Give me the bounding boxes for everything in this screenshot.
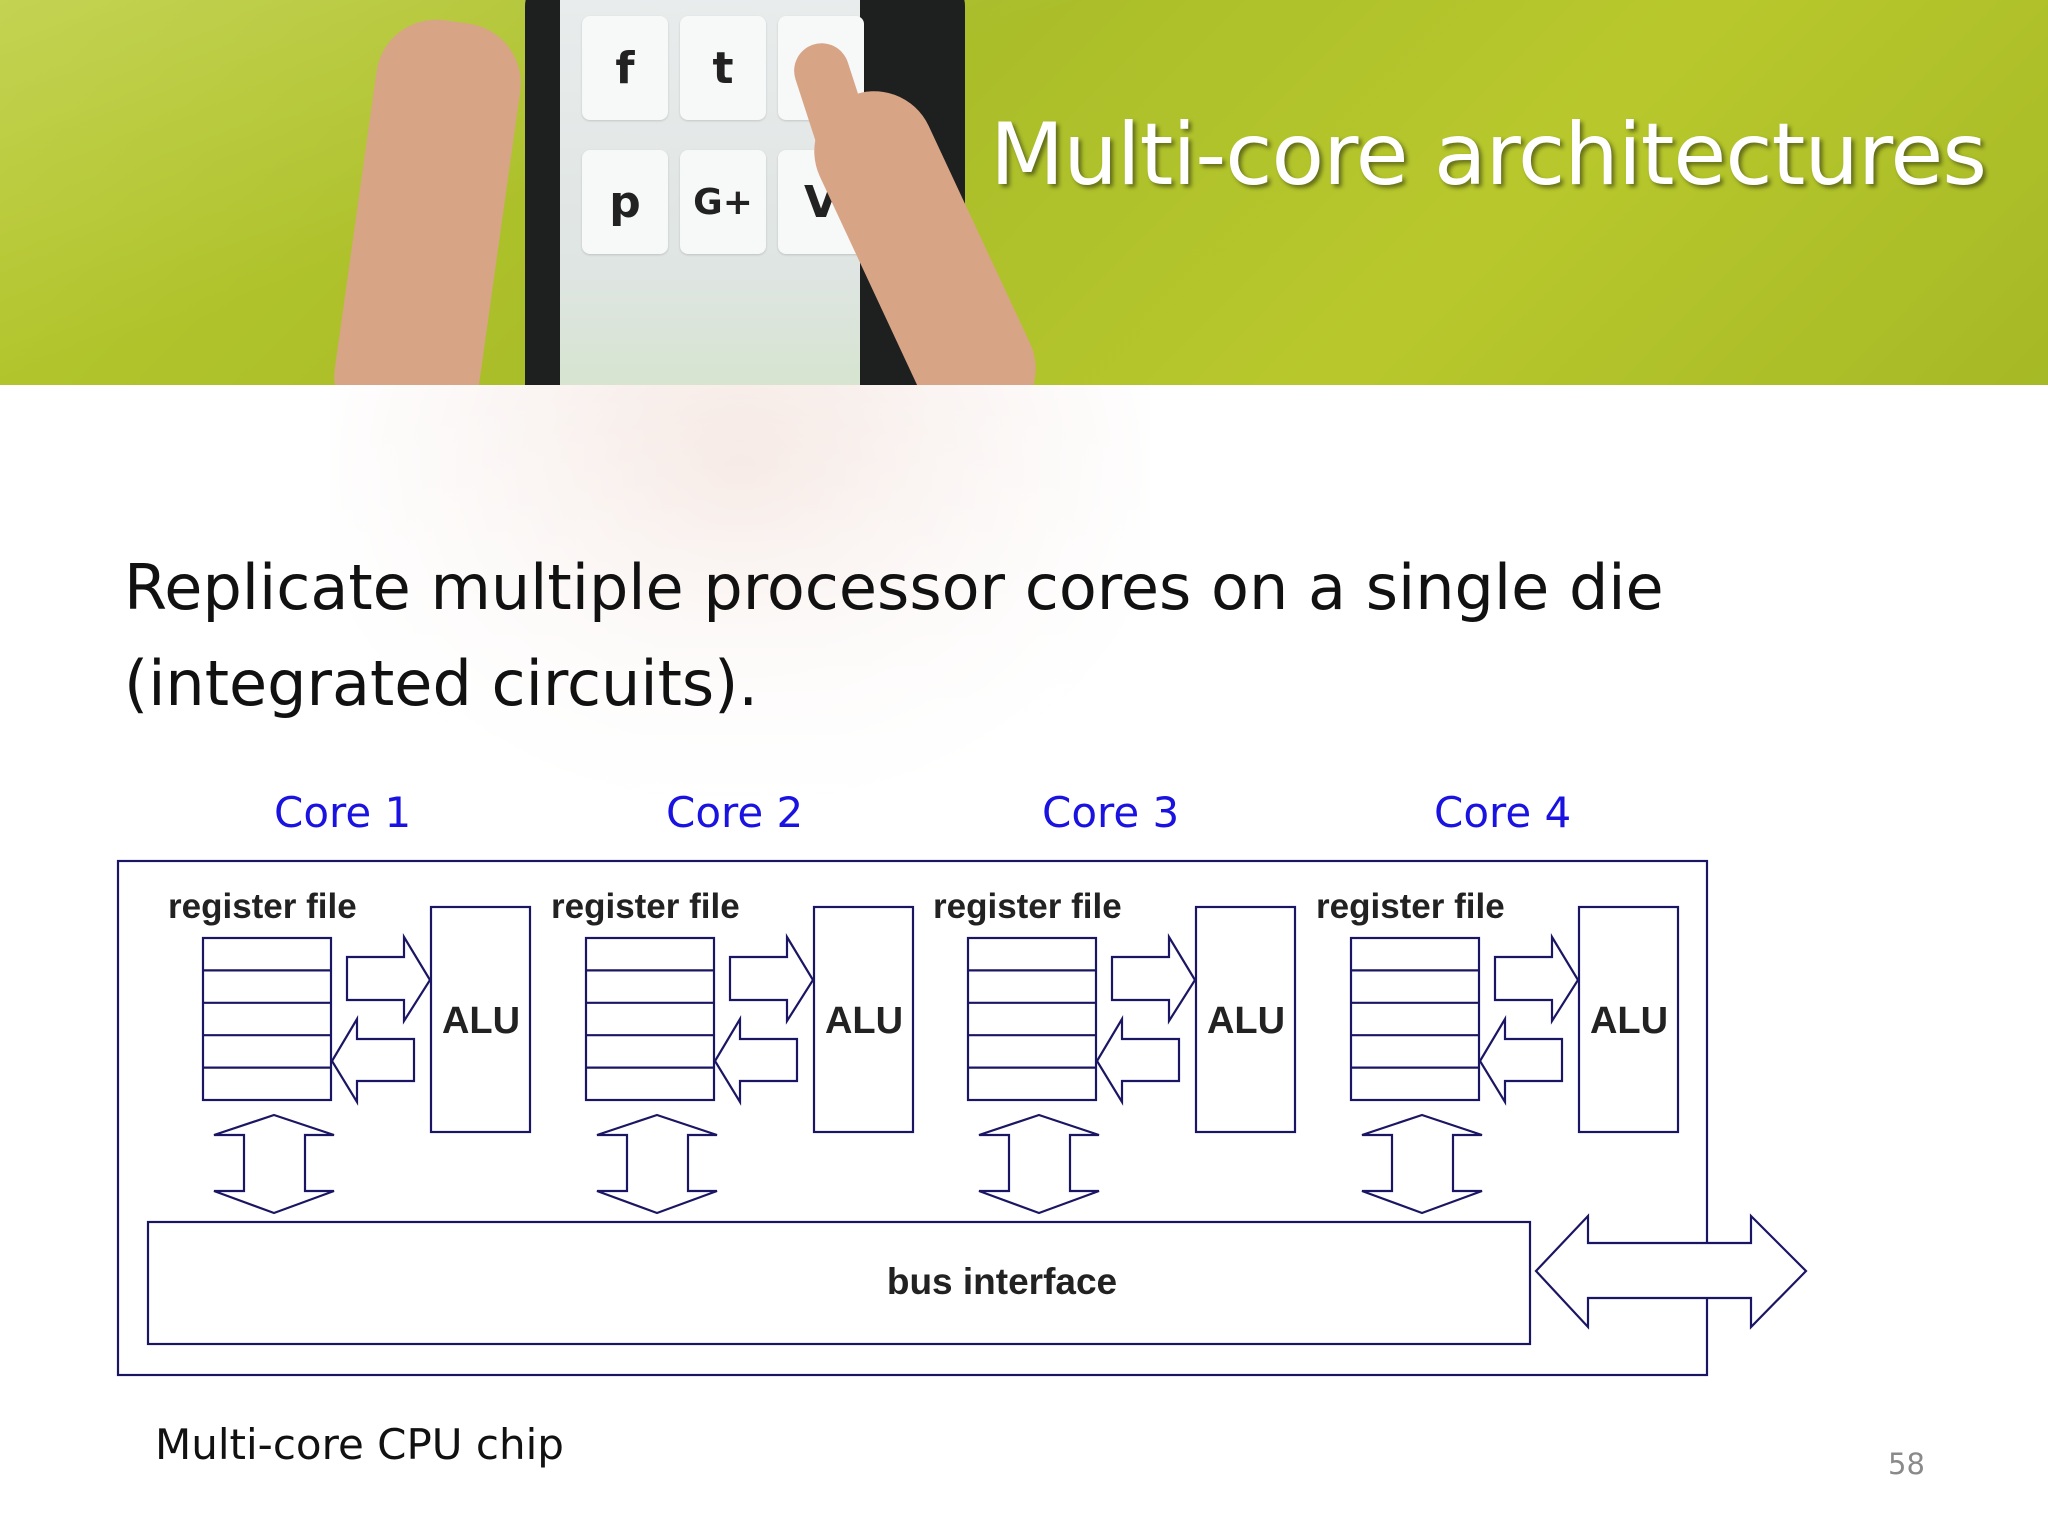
- alu-box: [812, 905, 915, 1134]
- body-line-2: (integrated circuits).: [124, 647, 759, 720]
- bus-interface-box: [146, 1220, 1532, 1346]
- alu-box: [429, 905, 532, 1134]
- core-label-3: Core 3: [1042, 788, 1180, 837]
- pinterest-icon: p: [582, 150, 668, 254]
- alu-box: [1577, 905, 1680, 1134]
- header-banner: f t ◎ p G+ V: [0, 0, 2048, 385]
- register-file-box: [1349, 936, 1481, 1102]
- vertical-double-arrow-icon: [1361, 1113, 1483, 1215]
- register-file-box: [966, 936, 1098, 1102]
- vertical-double-arrow-icon: [978, 1113, 1100, 1215]
- left-arrow-icon: [1095, 1015, 1181, 1106]
- core-label-4: Core 4: [1434, 788, 1572, 837]
- alu-label: ALU: [442, 1000, 520, 1042]
- diagram-caption: Multi-core CPU chip: [155, 1420, 564, 1469]
- right-arrow-icon: [1110, 933, 1197, 1025]
- left-arrow-icon: [1478, 1015, 1564, 1106]
- left-arrow-icon: [330, 1015, 416, 1106]
- left-arrow-icon: [713, 1015, 799, 1106]
- slide-title: Multi-core architectures: [990, 105, 1987, 205]
- register-file-label: register file: [168, 887, 357, 926]
- right-arrow-icon: [728, 933, 815, 1025]
- fade-overlay: [0, 385, 2048, 885]
- page-number: 58: [1888, 1447, 1925, 1481]
- core-label-2: Core 2: [666, 788, 804, 837]
- register-file-label: register file: [933, 887, 1122, 926]
- body-text: Replicate multiple processor cores on a …: [124, 540, 1824, 732]
- vertical-double-arrow-icon: [213, 1113, 335, 1215]
- register-file-box: [201, 936, 333, 1102]
- bus-interface-label: bus interface: [887, 1261, 1117, 1302]
- right-arrow-icon: [1493, 933, 1580, 1025]
- register-file-label: register file: [551, 887, 740, 926]
- body-line-1: Replicate multiple processor cores on a …: [124, 551, 1664, 624]
- register-file-label: register file: [1316, 887, 1505, 926]
- alu-box: [1194, 905, 1297, 1134]
- facebook-icon: f: [582, 16, 668, 120]
- alu-label: ALU: [1207, 1000, 1285, 1042]
- external-bus-arrow: [1534, 1213, 1808, 1330]
- right-arrow-icon: [345, 933, 432, 1025]
- register-file-box: [584, 936, 716, 1102]
- twitter-icon: t: [680, 16, 766, 120]
- core-label-1: Core 1: [274, 788, 412, 837]
- vertical-double-arrow-icon: [596, 1113, 718, 1215]
- alu-label: ALU: [825, 1000, 903, 1042]
- google-plus-icon: G+: [680, 150, 766, 254]
- alu-label: ALU: [1590, 1000, 1668, 1042]
